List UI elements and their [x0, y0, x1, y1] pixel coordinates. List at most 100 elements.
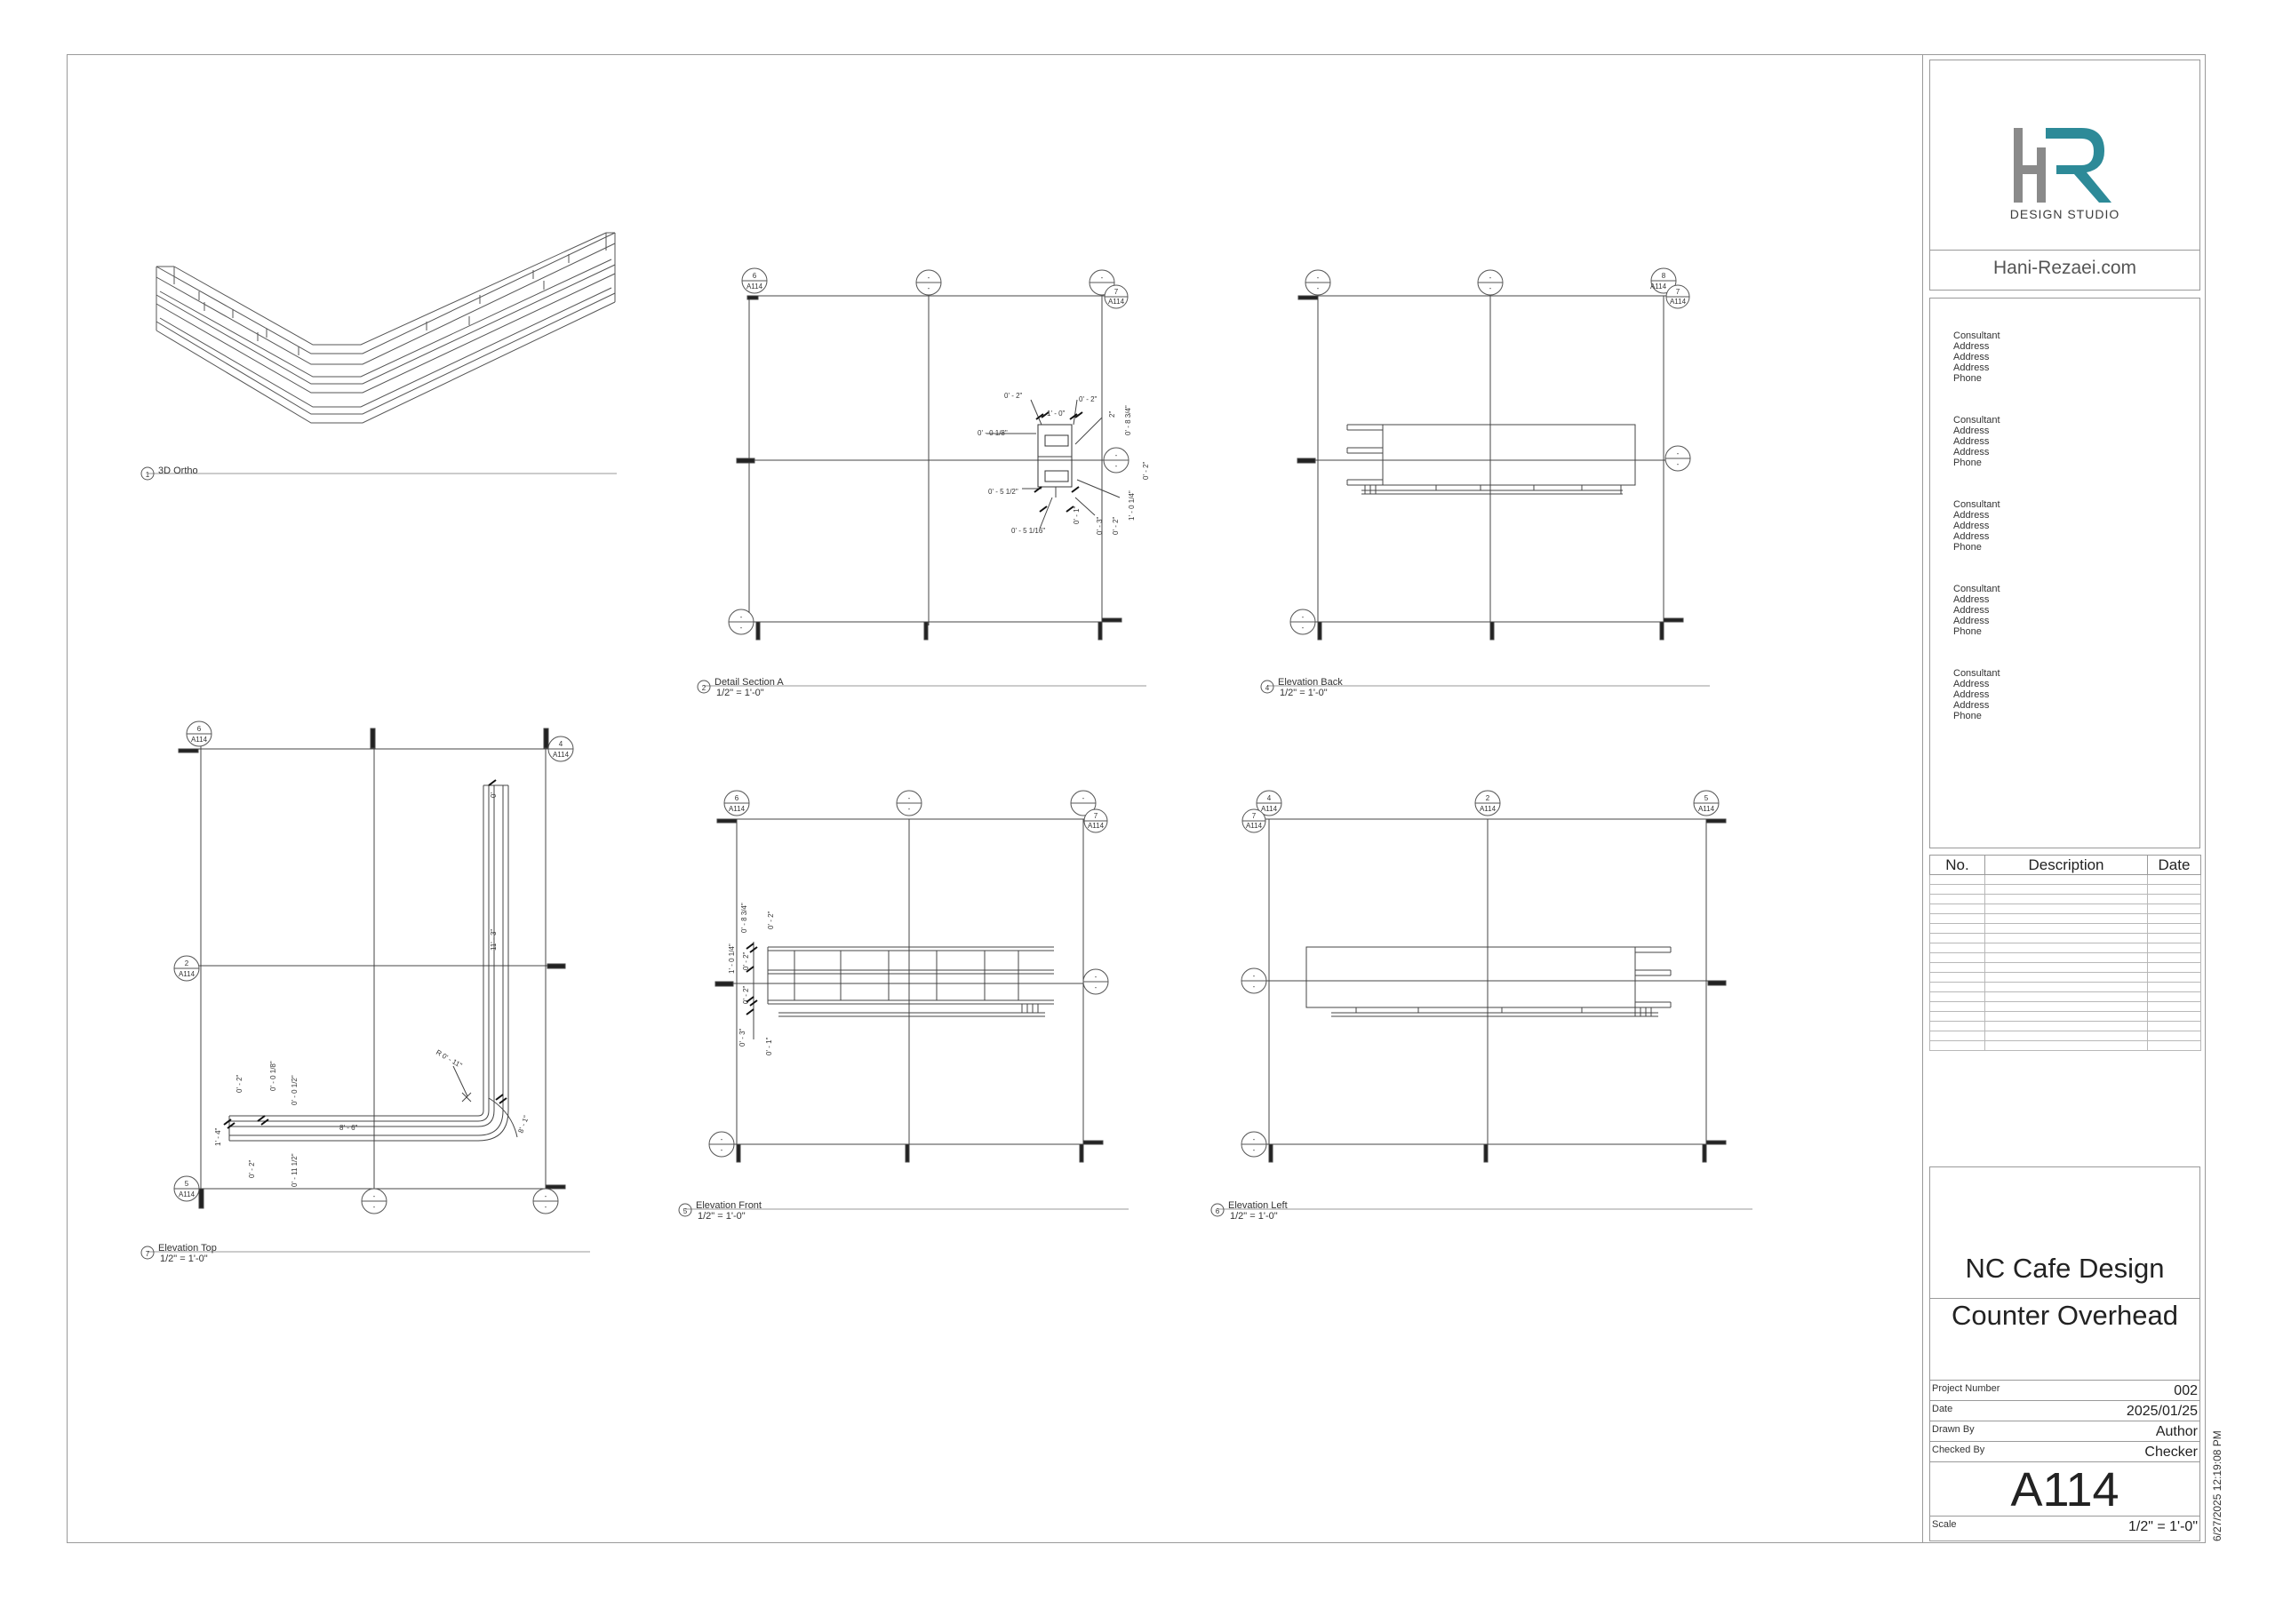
- view-elevation-left[interactable]: [1244, 818, 1727, 1163]
- tag-sheet: -: [545, 1203, 547, 1211]
- revision-cell: [1984, 913, 2148, 924]
- tag-sheet: -: [908, 805, 911, 813]
- revision-cell: [1929, 884, 1985, 895]
- revision-cell: [2147, 913, 2201, 924]
- revision-cell: [1984, 933, 2148, 943]
- dimension-label: 0' - 11 1/2": [291, 1153, 299, 1187]
- dimension-label: 8' - 1": [516, 1114, 530, 1134]
- dimension-label: 0' - 2": [742, 985, 750, 1004]
- consultant-phone: Phone: [1953, 542, 1982, 553]
- revision-cell: [2147, 1040, 2201, 1051]
- view-number: 6: [1216, 1207, 1220, 1215]
- tag-sheet: A114: [553, 751, 570, 759]
- revision-cell: [2147, 1011, 2201, 1022]
- hr-logo-icon: [2014, 128, 2111, 203]
- consultant-phone: Phone: [1953, 711, 1982, 721]
- tag-number: -: [1253, 972, 1256, 980]
- title-block-divider: [1922, 54, 1923, 1543]
- consultant-name: Consultant: [1953, 668, 2000, 679]
- field-checked-by: Checked By Checker: [1929, 1442, 2200, 1462]
- revision-cell: [1984, 952, 2148, 963]
- tag-number: 4: [559, 740, 563, 748]
- tag-sheet: A114: [1480, 805, 1497, 813]
- revision-cell: [2147, 972, 2201, 983]
- tag-sheet: A114: [746, 283, 763, 291]
- consultants-list: Consultant Address Address Address Phone…: [1953, 330, 2000, 752]
- field-project-number: Project Number 002: [1929, 1381, 2200, 1401]
- view-title-elevation-left: 6 Elevation Left 1/2" = 1'-0": [1210, 1200, 1752, 1222]
- consultant-name: Consultant: [1953, 499, 2000, 510]
- view-title: Elevation Back: [1278, 677, 1343, 688]
- tag-number: -: [373, 1192, 376, 1200]
- tag-sheet: -: [721, 1146, 723, 1154]
- revision-cell: [2147, 923, 2201, 934]
- view-3d-ortho[interactable]: [140, 232, 617, 481]
- tag-sheet: -: [373, 1203, 376, 1211]
- consultant-address: Address: [1953, 510, 1990, 521]
- revision-cell: [1984, 1021, 2148, 1031]
- project-name: NC Cafe Design: [1965, 1253, 2165, 1284]
- dimension-label: 0' - 2": [235, 1074, 243, 1093]
- consultant-phone: Phone: [1953, 626, 1982, 637]
- view-title-detail-section-a: 2 Detail Section A 1/2" = 1'-0": [697, 677, 1146, 698]
- view-elevation-top[interactable]: [178, 728, 566, 1209]
- sheet-name: Counter Overhead: [1951, 1300, 2179, 1331]
- dimension-label: 0' - 2": [1142, 461, 1150, 480]
- revision-cell: [1929, 923, 1985, 934]
- revision-cell: [1929, 972, 1985, 983]
- fields-divider: [1929, 1380, 2200, 1381]
- tag-number: -: [1677, 450, 1680, 458]
- revision-cell: [2147, 1001, 2201, 1012]
- revision-cell: [1984, 923, 2148, 934]
- consultant-address: Address: [1953, 436, 1990, 447]
- view-detail-section-a[interactable]: [736, 295, 1122, 641]
- tag-number: -: [1095, 973, 1098, 981]
- revision-header-date: Date: [2147, 855, 2201, 875]
- field-label: Project Number: [1932, 1383, 2000, 1394]
- website-link[interactable]: Hani-Rezaei.com: [1992, 258, 2137, 278]
- dimension-label: 0' - 0 1/2": [291, 1075, 299, 1105]
- consultant-address: Address: [1953, 616, 1990, 626]
- revision-row: [1929, 923, 2201, 934]
- revision-row: [1929, 1021, 2201, 1031]
- view-number: 5: [683, 1207, 688, 1215]
- tag-number: 8: [1662, 272, 1666, 280]
- revision-row: [1929, 982, 2201, 992]
- view-title: 3D Ortho: [158, 466, 198, 476]
- tag-sheet: A114: [1698, 805, 1715, 813]
- revision-cell: [1984, 991, 2148, 1002]
- dimension-label: 0' - 2": [248, 1159, 256, 1178]
- print-timestamp: 6/27/2025 12:19:08 PM: [2211, 1430, 2223, 1541]
- dimension-label: 8' - 6": [339, 1124, 358, 1132]
- revision-cell: [2147, 962, 2201, 973]
- sheet-border: [67, 54, 2206, 1543]
- revision-row: [1929, 1001, 2201, 1012]
- revision-row: [1929, 943, 2201, 953]
- tag-number: -: [740, 613, 743, 621]
- tag-sheet: A114: [1650, 283, 1667, 291]
- view-title-elevation-back: 4 Elevation Back 1/2" = 1'-0": [1260, 677, 1710, 698]
- revision-header-description: Description: [1984, 855, 2148, 875]
- revision-row: [1929, 894, 2201, 904]
- consultant-address: Address: [1953, 341, 1990, 352]
- field-label: Scale: [1932, 1519, 1957, 1530]
- tag-number: -: [1489, 274, 1492, 282]
- view-number: 1: [146, 471, 150, 479]
- revision-row: [1929, 972, 2201, 983]
- consultant-phone: Phone: [1953, 373, 1982, 384]
- revision-cell: [2147, 943, 2201, 953]
- revision-row: [1929, 1031, 2201, 1041]
- dimension-label: 1' - 0 1/4": [1128, 490, 1136, 521]
- revision-row: [1929, 904, 2201, 914]
- consultant-address: Address: [1953, 689, 1990, 700]
- field-label: Checked By: [1932, 1445, 1985, 1455]
- view-elevation-back[interactable]: [1297, 295, 1684, 641]
- view-elevation-front[interactable]: [714, 818, 1104, 1163]
- dimension-label: 0' - 0 1/8": [269, 1061, 277, 1091]
- tag-sheet: -: [928, 284, 930, 292]
- tag-number: -: [1082, 794, 1085, 802]
- view-scale: 1/2" = 1'-0": [1280, 688, 1328, 698]
- revision-cell: [2147, 933, 2201, 943]
- project-panel: [1929, 1166, 2200, 1541]
- revision-cell: [1929, 982, 1985, 992]
